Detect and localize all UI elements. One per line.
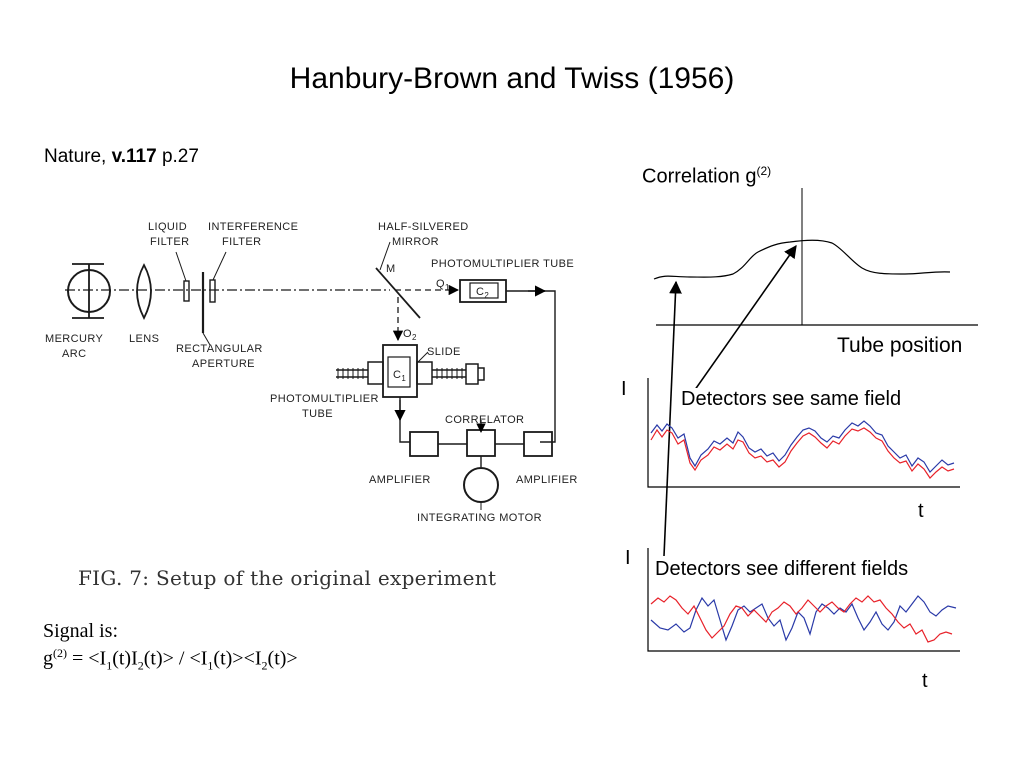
- plot-different-blue-trace: [650, 595, 957, 642]
- label-mirror-letter: M: [386, 263, 396, 275]
- intensity-plot-different: [647, 548, 960, 652]
- label-pmt-top: PHOTOMULTIPLIER TUBE: [431, 258, 574, 270]
- half-silvered-mirror: [375, 267, 421, 319]
- leader-liquid: [175, 251, 187, 282]
- label-o2-letter: O: [403, 328, 412, 340]
- liquid-filter: [183, 280, 190, 302]
- formula-sub-4: 2: [261, 658, 268, 673]
- leader-aperture: [202, 332, 211, 346]
- formula-sub-3: 1: [207, 658, 214, 673]
- label-c1-letter: C: [393, 369, 401, 381]
- label-aperture-1: RECTANGULAR: [176, 343, 263, 355]
- slide-screw: [336, 369, 466, 378]
- formula-part-1: = <I: [67, 647, 107, 670]
- label-q1-sub: 1: [445, 283, 450, 292]
- plot-different-red-trace: [650, 595, 953, 643]
- label-mercury-1: MERCURY: [45, 333, 103, 345]
- leader-mirror: [379, 241, 391, 271]
- label-correlator: CORRELATOR: [445, 414, 524, 426]
- label-o2: O2: [403, 328, 417, 342]
- citation: Nature, v.117 p.27: [44, 146, 199, 168]
- correlation-plot: [653, 188, 978, 326]
- label-aperture-2: APERTURE: [192, 358, 255, 370]
- label-q1-letter: Q: [436, 278, 445, 290]
- leader-slide: [417, 351, 429, 363]
- correlator-box: [466, 429, 496, 457]
- formula-sub-2: 2: [137, 658, 144, 673]
- label-slide: SLIDE: [427, 346, 461, 358]
- different-fields-arrow: [663, 280, 682, 557]
- formula-part-5: (t)>: [267, 647, 298, 670]
- formula-g: g: [43, 647, 53, 670]
- label-c2-letter: C: [476, 286, 484, 298]
- integrating-motor-icon: [463, 467, 499, 503]
- lens-icon: [136, 263, 152, 320]
- label-c2: C2: [476, 286, 489, 300]
- citation-journal: Nature,: [44, 146, 112, 167]
- label-pmt-left-2: TUBE: [302, 408, 333, 420]
- label-c2-sub: 2: [484, 291, 489, 300]
- citation-page: p.27: [156, 146, 199, 167]
- label-q1: Q1: [436, 278, 450, 292]
- amplifier-left-box: [409, 431, 439, 457]
- correlation-label-text: Correlation g: [642, 165, 757, 188]
- plot-same-red-trace: [650, 427, 955, 479]
- label-pmt-left-1: PHOTOMULTIPLIER: [270, 393, 379, 405]
- citation-volume: v.117: [111, 146, 157, 167]
- leader-interference: [212, 251, 227, 281]
- correlation-label-sup: (2): [756, 164, 772, 178]
- label-c1-sub: 1: [401, 374, 406, 383]
- slide-screw-thread: [337, 368, 463, 379]
- plot-different-y-axis-label: I: [625, 547, 631, 569]
- formula-g-sup: (2): [53, 646, 67, 660]
- label-o2-sub: 2: [412, 333, 417, 342]
- plot-different-label: Detectors see different fields: [655, 558, 909, 581]
- formula-part-2: (t)I: [112, 647, 138, 670]
- plot-different-x-axis-label: t: [922, 670, 928, 692]
- formula-sub-1: 1: [106, 658, 113, 673]
- signal-formula: g(2) = <I1(t)I2(t)> / <I1(t)><I2(t)>: [43, 646, 298, 674]
- label-liquid-filter-2: FILTER: [150, 236, 189, 248]
- label-amplifier-right: AMPLIFIER: [516, 474, 578, 486]
- label-integrating-motor: INTEGRATING MOTOR: [417, 512, 542, 524]
- plot-same-axes: [647, 378, 960, 488]
- label-interference-filter-2: FILTER: [222, 236, 261, 248]
- plot-different-axes: [647, 548, 960, 652]
- tube-position-label: Tube position: [837, 334, 963, 357]
- interference-filter: [209, 279, 216, 303]
- plot-same-x-axis-label: t: [918, 500, 924, 522]
- apparatus-diagram: [65, 241, 556, 510]
- correlation-curve: [653, 239, 951, 280]
- pmt2-wire: [399, 397, 410, 443]
- slide-knob: [465, 363, 485, 385]
- plot-same-y-axis-label: I: [621, 378, 627, 400]
- label-c1: C1: [393, 369, 406, 383]
- intensity-plot-same: [647, 378, 960, 488]
- plot-same-blue-trace: [650, 420, 955, 473]
- label-amplifier-left: AMPLIFIER: [369, 474, 431, 486]
- label-mirror-2: MIRROR: [392, 236, 439, 248]
- pmt2-cathode: [387, 356, 411, 388]
- label-mirror-1: HALF-SILVERED: [378, 221, 469, 233]
- label-mercury-2: ARC: [62, 348, 86, 360]
- mercury-arc-housing: [72, 263, 104, 319]
- label-interference-filter-1: INTERFERENCE: [208, 221, 298, 233]
- same-field-arrow: [691, 244, 797, 395]
- pmt1-cathode: [469, 282, 499, 299]
- slide-block-right: [416, 361, 433, 385]
- slide-title: Hanbury-Brown and Twiss (1956): [289, 62, 735, 95]
- label-liquid-filter-1: LIQUID: [148, 221, 187, 233]
- correlation-label: Correlation g(2): [642, 164, 771, 189]
- formula-part-3: (t)> / <I: [143, 647, 208, 670]
- slide-block-left: [367, 361, 384, 385]
- formula-part-4: (t)><I: [213, 647, 262, 670]
- amplifier-right-box: [523, 431, 553, 457]
- signal-label: Signal is:: [43, 620, 119, 642]
- figure-caption: FIG. 7: Setup of the original experiment: [78, 566, 497, 590]
- plot-same-label: Detectors see same field: [681, 388, 902, 411]
- label-lens: LENS: [129, 333, 159, 345]
- apparatus-labels: LIQUID FILTER INTERFERENCE FILTER HALF-S…: [45, 221, 578, 524]
